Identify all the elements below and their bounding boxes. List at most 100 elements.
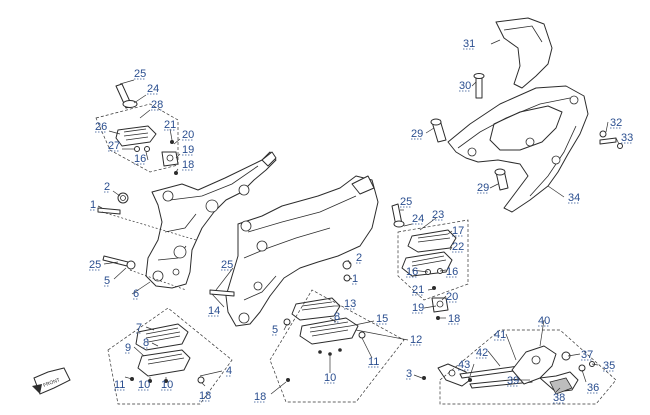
- callout: 5: [272, 324, 278, 336]
- callout: 41: [494, 329, 506, 341]
- svg-text:25: 25: [400, 196, 412, 208]
- svg-text:29: 29: [411, 128, 423, 140]
- svg-text:25: 25: [221, 259, 233, 271]
- callout: 22: [452, 241, 464, 253]
- callout: 28: [151, 99, 163, 111]
- callout: 18: [199, 390, 211, 402]
- callout: 27: [108, 140, 120, 152]
- svg-text:23: 23: [432, 209, 444, 221]
- callout: 10: [324, 372, 336, 384]
- svg-text:40: 40: [538, 315, 550, 327]
- svg-text:18: 18: [182, 159, 194, 171]
- svg-text:43: 43: [458, 359, 470, 371]
- callout: 38: [553, 392, 565, 404]
- svg-text:38: 38: [553, 392, 565, 404]
- svg-text:25: 25: [134, 68, 146, 80]
- callout: 11: [368, 356, 380, 368]
- callout: 35: [603, 360, 615, 372]
- callout: 4: [226, 365, 232, 377]
- callout: 8: [334, 311, 340, 323]
- svg-text:10: 10: [324, 372, 336, 384]
- svg-text:27: 27: [108, 140, 120, 152]
- svg-text:21: 21: [164, 119, 176, 131]
- front-arrow-icon: FRONT: [32, 367, 71, 395]
- svg-text:24: 24: [147, 83, 159, 95]
- callout: 17: [452, 225, 464, 237]
- callout: 36: [587, 382, 599, 394]
- svg-text:1: 1: [352, 273, 358, 285]
- svg-text:9: 9: [125, 342, 131, 354]
- svg-text:16: 16: [406, 266, 418, 278]
- callout: 7: [136, 322, 142, 334]
- callout: 20: [182, 129, 194, 141]
- left-upper-peg-detail: [95, 83, 179, 175]
- callout: 25: [221, 259, 233, 271]
- left-rider-footpeg: [107, 307, 233, 405]
- svg-text:42: 42: [476, 347, 488, 359]
- callout: 18: [448, 313, 460, 325]
- callout: 25: [134, 68, 146, 80]
- callout: 39: [507, 375, 519, 387]
- callout: 14: [208, 305, 220, 317]
- svg-text:15: 15: [376, 313, 388, 325]
- svg-text:8: 8: [143, 337, 149, 349]
- callout: 2: [104, 181, 110, 193]
- svg-text:37: 37: [581, 349, 593, 361]
- callout: 24: [147, 83, 159, 95]
- right-rider-footpeg: [269, 289, 405, 403]
- svg-text:39: 39: [507, 375, 519, 387]
- gear-shift-assembly: [422, 329, 617, 405]
- callout: 5: [104, 275, 110, 287]
- svg-text:11: 11: [114, 379, 125, 391]
- callout: 21: [164, 119, 176, 131]
- svg-text:16: 16: [134, 153, 146, 165]
- svg-text:33: 33: [621, 132, 633, 144]
- svg-text:20: 20: [182, 129, 194, 141]
- callout: 21: [412, 284, 424, 296]
- svg-text:5: 5: [104, 275, 110, 287]
- callout: 13: [344, 298, 356, 310]
- callout: 6: [133, 288, 139, 300]
- callout: 16: [446, 266, 458, 278]
- callout: 25: [400, 196, 412, 208]
- svg-text:24: 24: [412, 213, 424, 225]
- callout: 2: [356, 252, 362, 264]
- svg-text:18: 18: [448, 313, 460, 325]
- callout: 18: [254, 391, 266, 403]
- svg-text:1: 1: [90, 199, 96, 211]
- svg-text:20: 20: [446, 291, 458, 303]
- callout: 24: [412, 213, 424, 225]
- svg-text:22: 22: [452, 241, 464, 253]
- callout: 33: [621, 132, 633, 144]
- svg-text:12: 12: [410, 334, 422, 346]
- svg-text:34: 34: [568, 192, 580, 204]
- svg-text:10: 10: [161, 379, 173, 391]
- callout: 43: [458, 359, 470, 371]
- callout: 15: [376, 313, 388, 325]
- callout: 25: [89, 259, 101, 271]
- svg-text:16: 16: [446, 266, 458, 278]
- svg-text:26: 26: [95, 121, 107, 133]
- right-upper-peg-detail: [397, 219, 469, 320]
- svg-text:5: 5: [272, 324, 278, 336]
- callout: 23: [432, 209, 444, 221]
- svg-text:28: 28: [151, 99, 163, 111]
- svg-text:41: 41: [494, 329, 506, 341]
- svg-text:7: 7: [136, 322, 142, 334]
- svg-text:11: 11: [368, 356, 379, 368]
- callout: 10: [161, 379, 173, 391]
- callout: 31: [463, 38, 475, 50]
- callout: 32: [610, 117, 622, 129]
- svg-text:19: 19: [182, 144, 194, 156]
- callout: 16: [406, 266, 418, 278]
- callout: 26: [95, 121, 107, 133]
- callout: 34: [568, 192, 580, 204]
- callout: 29: [411, 128, 423, 140]
- callout: 1: [352, 273, 358, 285]
- callout: 19: [182, 144, 194, 156]
- svg-text:21: 21: [412, 284, 424, 296]
- svg-text:2: 2: [356, 252, 362, 264]
- callout: 10: [138, 379, 150, 391]
- svg-text:17: 17: [452, 225, 464, 237]
- callout: 37: [581, 349, 593, 361]
